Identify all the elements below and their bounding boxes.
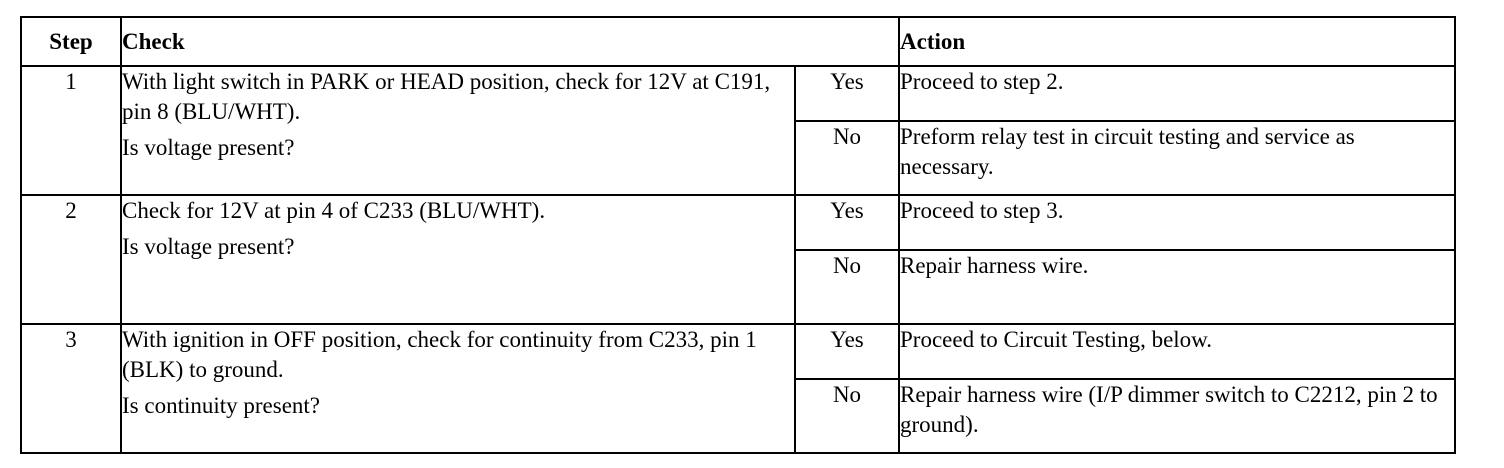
check-column-header: Check [120,16,900,67]
step-number: 1 [20,65,122,196]
diagnostic-table: Step Check Action 1 With light switch in… [20,16,1456,454]
check-question: Is voltage present? [122,234,295,259]
yes-label: Yes [794,65,900,122]
yes-label: Yes [794,323,900,380]
no-action: Preform relay test in circuit testing an… [898,120,1456,196]
no-action: Repair harness wire. [898,249,1456,325]
action-column-header: Action [898,16,1456,67]
check-instruction: With light switch in PARK or HEAD positi… [122,69,771,124]
step-2-yes-row: 2 Check for 12V at pin 4 of C233 (BLU/WH… [20,194,1456,325]
step-check-cell: With ignition in OFF position, check for… [120,323,796,454]
step-check-cell: With light switch in PARK or HEAD positi… [120,65,796,196]
check-question: Is voltage present? [122,135,295,160]
check-question: Is continuity present? [122,393,321,418]
check-instruction: Check for 12V at pin 4 of C233 (BLU/WHT)… [122,198,546,223]
no-label: No [794,249,900,325]
yes-action: Proceed to Circuit Testing, below. [898,323,1456,380]
step-check-cell: Check for 12V at pin 4 of C233 (BLU/WHT)… [120,194,796,325]
yes-action: Proceed to step 3. [898,194,1456,251]
step-2-no-row: No Repair harness wire. [21,249,1456,325]
check-instruction: With ignition in OFF position, check for… [122,327,757,382]
yes-label: Yes [794,194,900,251]
step-1-no-row: No Preform relay test in circuit testing… [21,120,1456,196]
step-number: 3 [20,323,122,454]
header-row: Step Check Action [20,16,1456,67]
step-column-header: Step [20,16,122,67]
no-label: No [794,378,900,454]
no-label: No [794,120,900,196]
no-action: Repair harness wire (I/P dimmer switch t… [898,378,1456,454]
step-1-yes-row: 1 With light switch in PARK or HEAD posi… [20,65,1456,196]
yes-action: Proceed to step 2. [898,65,1456,122]
step-number: 2 [20,194,122,325]
step-3-yes-row: 3 With ignition in OFF position, check f… [20,323,1456,454]
step-3-no-row: No Repair harness wire (I/P dimmer switc… [21,378,1456,454]
